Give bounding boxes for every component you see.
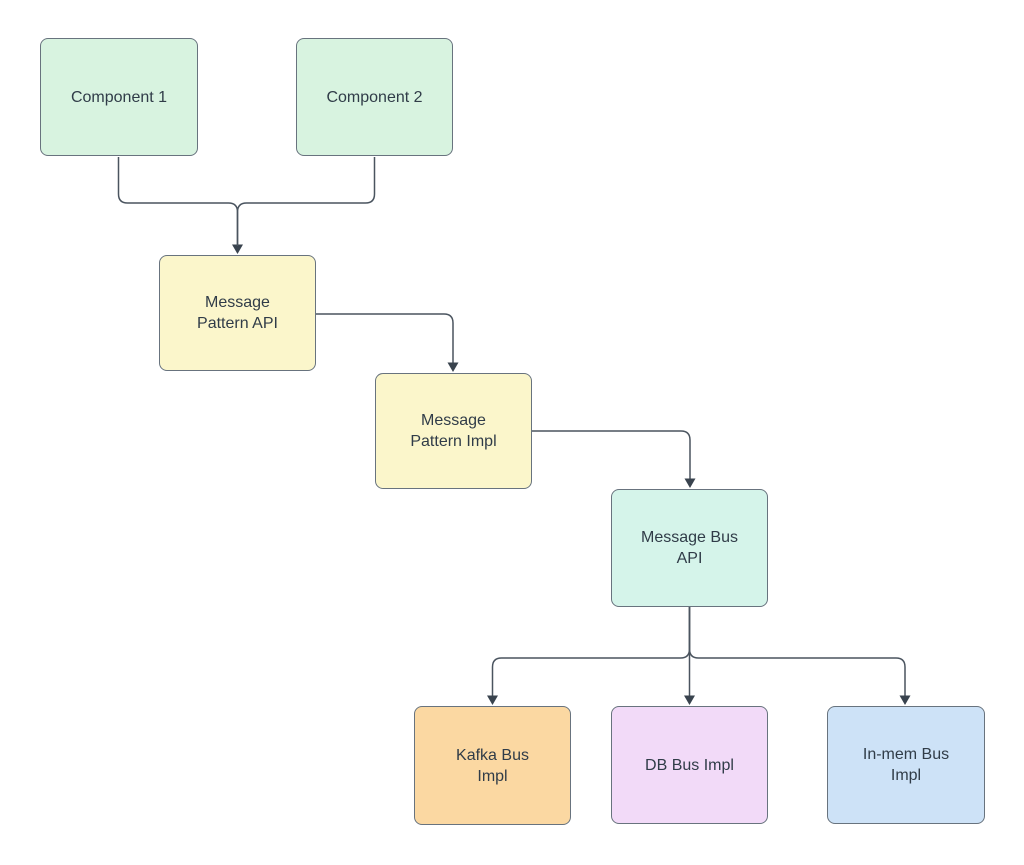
node-label-line: Impl xyxy=(477,767,508,785)
node-label-line: API xyxy=(676,550,703,567)
arrowhead-message-pattern-impl-to-message-bus-api xyxy=(684,478,696,488)
arrowhead-component-1-to-message-pattern-api xyxy=(232,244,243,254)
node-label-line: Message xyxy=(205,294,270,311)
node-component-2: Component 2 xyxy=(296,38,453,156)
edge-message-pattern-impl-to-message-bus-api xyxy=(532,430,691,480)
node-label-line: Message xyxy=(421,412,486,429)
arrowhead-message-bus-api-to-db-bus-impl xyxy=(684,695,695,705)
node-db-bus-impl: DB Bus Impl xyxy=(611,706,768,824)
arrowhead-message-bus-api-to-kafka-bus-impl xyxy=(487,695,498,705)
node-label-line: Message Bus xyxy=(641,529,738,546)
node-label-line: Component 2 xyxy=(326,88,423,106)
node-label-line: Pattern Impl xyxy=(410,433,497,450)
edge-message-pattern-api-to-message-pattern-impl xyxy=(316,313,454,364)
edge-component-1-to-message-pattern-api xyxy=(117,157,239,246)
edge-message-bus-api-to-in-mem-bus-impl xyxy=(688,607,906,697)
node-label-line: Impl xyxy=(890,767,922,784)
arrowhead-message-bus-api-to-in-mem-bus-impl xyxy=(899,695,911,705)
arrowhead-message-pattern-api-to-message-pattern-impl xyxy=(447,362,459,372)
node-component-1: Component 1 xyxy=(40,38,198,156)
node-label-line: Pattern API xyxy=(197,315,278,332)
edge-message-bus-api-to-kafka-bus-impl xyxy=(491,607,691,697)
node-label-line: In-mem Bus xyxy=(862,746,950,763)
node-label-line: DB Bus Impl xyxy=(645,756,734,774)
node-label-line: Component 1 xyxy=(70,88,168,106)
edge-component-2-to-message-pattern-api xyxy=(236,157,376,246)
node-label-line: Kafka Bus xyxy=(456,746,529,764)
